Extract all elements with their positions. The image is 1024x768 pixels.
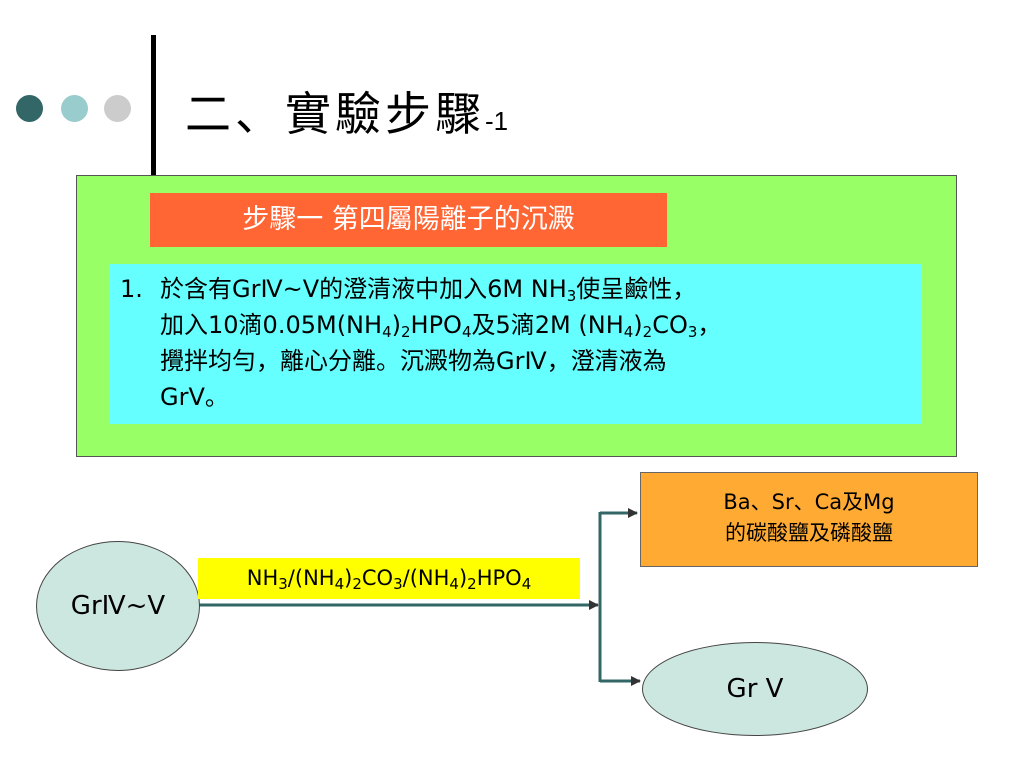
slide-title: 二、實驗步驟-1 bbox=[185, 78, 508, 144]
slide-title-suffix: -1 bbox=[485, 106, 509, 136]
step-description: 1. 於含有GrⅣ~Ⅴ的澄清液中加入6M NH3使呈鹼性， 加入10滴0.05M… bbox=[120, 271, 910, 415]
decor-dot-gray bbox=[104, 95, 131, 122]
node-filtrate-label: Gr V bbox=[726, 674, 784, 704]
step-line-4: GrV。 bbox=[160, 383, 229, 411]
node-source: GrⅣ~Ⅴ bbox=[36, 541, 200, 671]
step-line-1: 於含有GrⅣ~Ⅴ的澄清液中加入6M NH3使呈鹼性， bbox=[160, 275, 697, 305]
step-text-box bbox=[109, 264, 922, 424]
node-source-label: GrⅣ~Ⅴ bbox=[70, 591, 166, 621]
step-line-3: 攪拌均勻，離心分離。沉澱物為GrⅣ，澄清液為 bbox=[160, 347, 667, 375]
node-precipitate-line-1: Ba、Sr、Ca及Mg bbox=[723, 490, 895, 514]
node-filtrate: Gr V bbox=[642, 642, 868, 736]
node-precipitate: Ba、Sr、Ca及Mg 的碳酸鹽及磷酸鹽 bbox=[640, 472, 978, 567]
node-precipitate-line-2: 的碳酸鹽及磷酸鹽 bbox=[725, 521, 893, 545]
title-divider bbox=[151, 35, 156, 175]
step-number: 1. bbox=[120, 275, 143, 303]
slide-title-text: 二、實驗步驟 bbox=[185, 87, 485, 141]
decor-dot-dark bbox=[16, 95, 43, 122]
step-line-2: 加入10滴0.05M(NH4)2HPO4及5滴2M (NH4)2CO3， bbox=[160, 311, 722, 341]
step-label: 步驟一 第四屬陽離子的沉澱 bbox=[150, 193, 667, 247]
decor-dot-teal bbox=[61, 95, 88, 122]
reagent-label: NH3/(NH4)2CO3/(NH4)2HPO4 bbox=[198, 558, 580, 599]
